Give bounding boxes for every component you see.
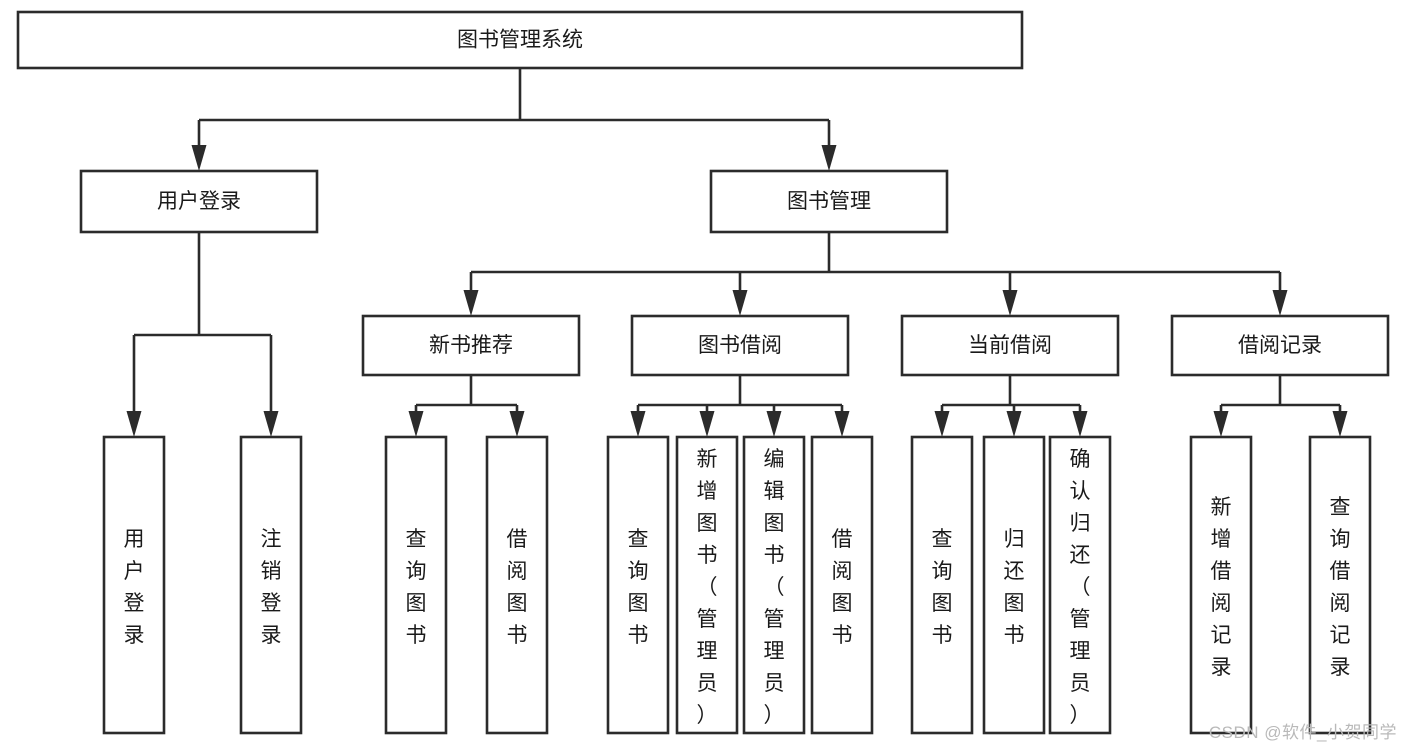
node-box <box>742 435 806 735</box>
node-box <box>102 435 166 735</box>
node-box <box>900 314 1120 377</box>
node-leaf-logout[interactable]: 注销登录 <box>239 435 303 735</box>
node-box <box>361 314 581 377</box>
node-new-book-rec[interactable]: 新书推荐 <box>361 314 581 377</box>
node-label: 图书管理 <box>787 190 871 213</box>
node-label: 借阅图书 <box>832 528 853 647</box>
node-box <box>1308 435 1372 735</box>
node-label: 查询图书 <box>628 528 649 647</box>
node-leaf-query-book-1[interactable]: 查询图书 <box>384 435 448 735</box>
connector-layer <box>126 68 1348 437</box>
node-label: 注销登录 <box>261 528 282 647</box>
node-box <box>239 435 303 735</box>
node-box <box>630 314 850 377</box>
node-box <box>675 435 739 735</box>
node-box <box>485 435 549 735</box>
node-box <box>79 169 319 234</box>
node-label: 查询借阅记录 <box>1330 496 1351 679</box>
node-user-login[interactable]: 用户登录 <box>79 169 319 234</box>
node-box <box>1048 435 1112 735</box>
node-leaf-query-book-3[interactable]: 查询图书 <box>910 435 974 735</box>
node-leaf-user-login[interactable]: 用户登录 <box>102 435 166 735</box>
node-root[interactable]: 图书管理系统 <box>16 10 1024 70</box>
node-label: 图书管理系统 <box>457 29 583 52</box>
csdn-watermark: CSDN @软件_小贺同学 <box>1208 723 1397 742</box>
node-leaf-borrow-book-2[interactable]: 借阅图书 <box>810 435 874 735</box>
node-box <box>810 435 874 735</box>
node-leaf-return-book[interactable]: 归还图书 <box>982 435 1046 735</box>
node-label: 新书推荐 <box>429 334 513 357</box>
node-box <box>384 435 448 735</box>
node-book-mgmt[interactable]: 图书管理 <box>709 169 949 234</box>
node-label: 新增图书（管理员） <box>697 448 718 727</box>
node-label: 归还图书 <box>1004 528 1025 647</box>
node-leaf-edit-book[interactable]: 编辑图书（管理员） <box>742 435 806 735</box>
node-label: 查询图书 <box>406 528 427 647</box>
node-leaf-query-book-2[interactable]: 查询图书 <box>606 435 670 735</box>
node-label: 确认归还（管理员） <box>1070 448 1091 727</box>
node-layer: 图书管理系统用户登录图书管理新书推荐图书借阅当前借阅借阅记录用户登录注销登录查询… <box>16 10 1390 735</box>
node-current-borrow[interactable]: 当前借阅 <box>900 314 1120 377</box>
node-label: 当前借阅 <box>968 334 1052 357</box>
node-label: 编辑图书（管理员） <box>764 448 785 727</box>
node-label: 新增借阅记录 <box>1211 496 1232 679</box>
node-box <box>606 435 670 735</box>
node-box <box>16 10 1024 70</box>
node-leaf-add-book[interactable]: 新增图书（管理员） <box>675 435 739 735</box>
node-label: 用户登录 <box>157 190 241 213</box>
node-label: 查询图书 <box>932 528 953 647</box>
node-box <box>1170 314 1390 377</box>
node-book-borrow[interactable]: 图书借阅 <box>630 314 850 377</box>
node-leaf-borrow-book-1[interactable]: 借阅图书 <box>485 435 549 735</box>
node-box <box>1189 435 1253 735</box>
node-label: 借阅记录 <box>1238 334 1322 357</box>
node-box <box>910 435 974 735</box>
node-borrow-record[interactable]: 借阅记录 <box>1170 314 1390 377</box>
node-leaf-confirm-return[interactable]: 确认归还（管理员） <box>1048 435 1112 735</box>
node-box <box>982 435 1046 735</box>
node-leaf-add-record[interactable]: 新增借阅记录 <box>1189 435 1253 735</box>
node-leaf-query-record[interactable]: 查询借阅记录 <box>1308 435 1372 735</box>
node-label: 用户登录 <box>124 528 145 647</box>
node-label: 借阅图书 <box>507 528 528 647</box>
node-label: 图书借阅 <box>698 334 782 357</box>
node-box <box>709 169 949 234</box>
